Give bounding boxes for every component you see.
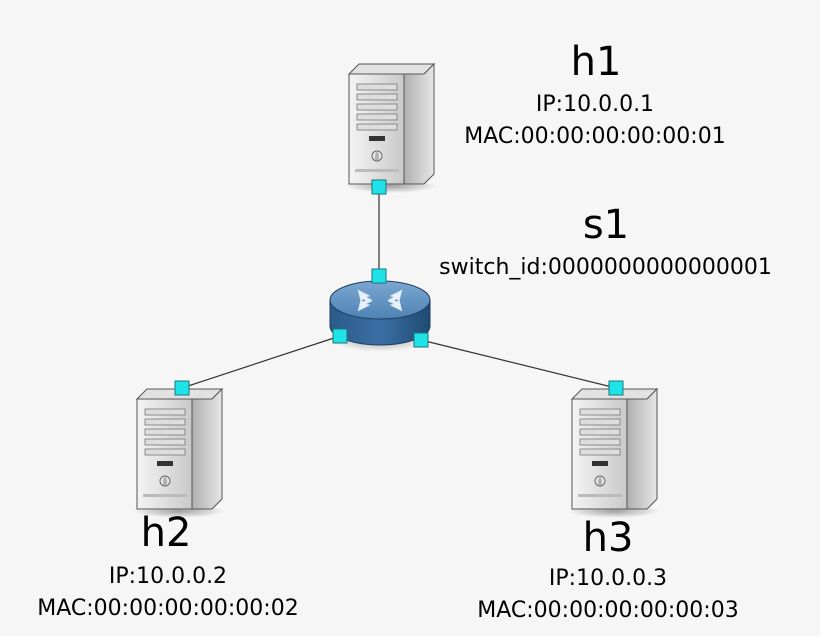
link-s1-h2 — [181, 335, 341, 389]
host-h1-mac: MAC:00:00:00:00:00:01 — [464, 124, 726, 149]
host-h3-computer-icon[interactable] — [567, 388, 661, 519]
host-h3-ip: IP:10.0.0.3 — [548, 566, 668, 591]
switch-s1-router-icon[interactable] — [328, 280, 432, 352]
host-h2-ip: IP:10.0.0.2 — [108, 564, 228, 589]
switch-arrows-icon — [357, 289, 403, 312]
port-s1-h1[interactable] — [371, 268, 387, 284]
switch-s1-id: switch_id:0000000000000001 — [439, 255, 772, 280]
host-h1-ip: IP:10.0.0.1 — [535, 92, 655, 117]
switch-s1-name: s1 — [582, 202, 630, 248]
host-h2-mac: MAC:00:00:00:00:00:02 — [37, 596, 299, 621]
host-h1-name: h1 — [570, 39, 622, 85]
host-h2-computer-icon[interactable] — [132, 388, 226, 519]
host-h2-name: h2 — [140, 510, 192, 556]
host-h1-computer-icon[interactable] — [344, 63, 438, 194]
host-h3-name: h3 — [582, 515, 634, 561]
port-s1-h2[interactable] — [332, 328, 348, 344]
host-h3-mac: MAC:00:00:00:00:00:03 — [477, 598, 739, 623]
link-s1-h3 — [420, 339, 617, 389]
port-h2[interactable] — [174, 380, 190, 396]
port-h1[interactable] — [371, 179, 387, 195]
port-h3[interactable] — [608, 380, 624, 396]
port-s1-h3[interactable] — [413, 332, 429, 348]
